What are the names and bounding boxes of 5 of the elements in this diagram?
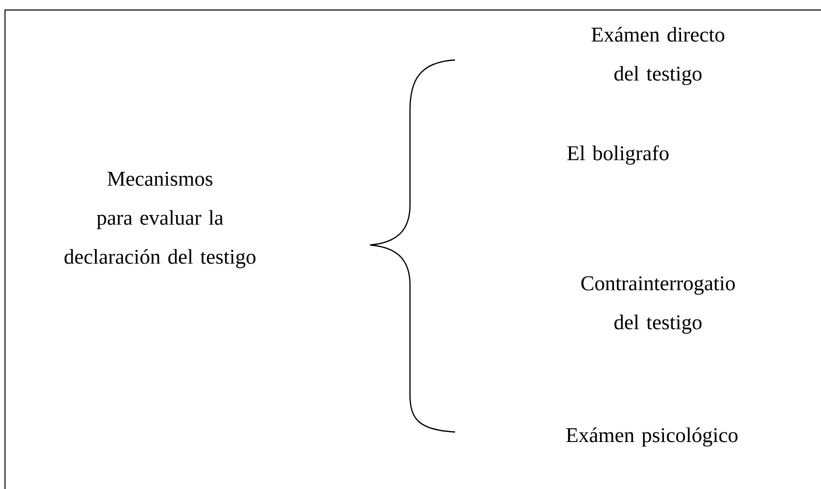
text-label: El boligrafo xyxy=(567,145,669,165)
text-label: Exámen psicológico xyxy=(566,427,738,447)
text-label: Mecanismos para evaluar la declaración del testigo xyxy=(64,172,256,268)
text-label: Contrainterrogatio del testigo xyxy=(581,276,735,334)
text-label: Exámen directo del testigo xyxy=(592,26,724,86)
